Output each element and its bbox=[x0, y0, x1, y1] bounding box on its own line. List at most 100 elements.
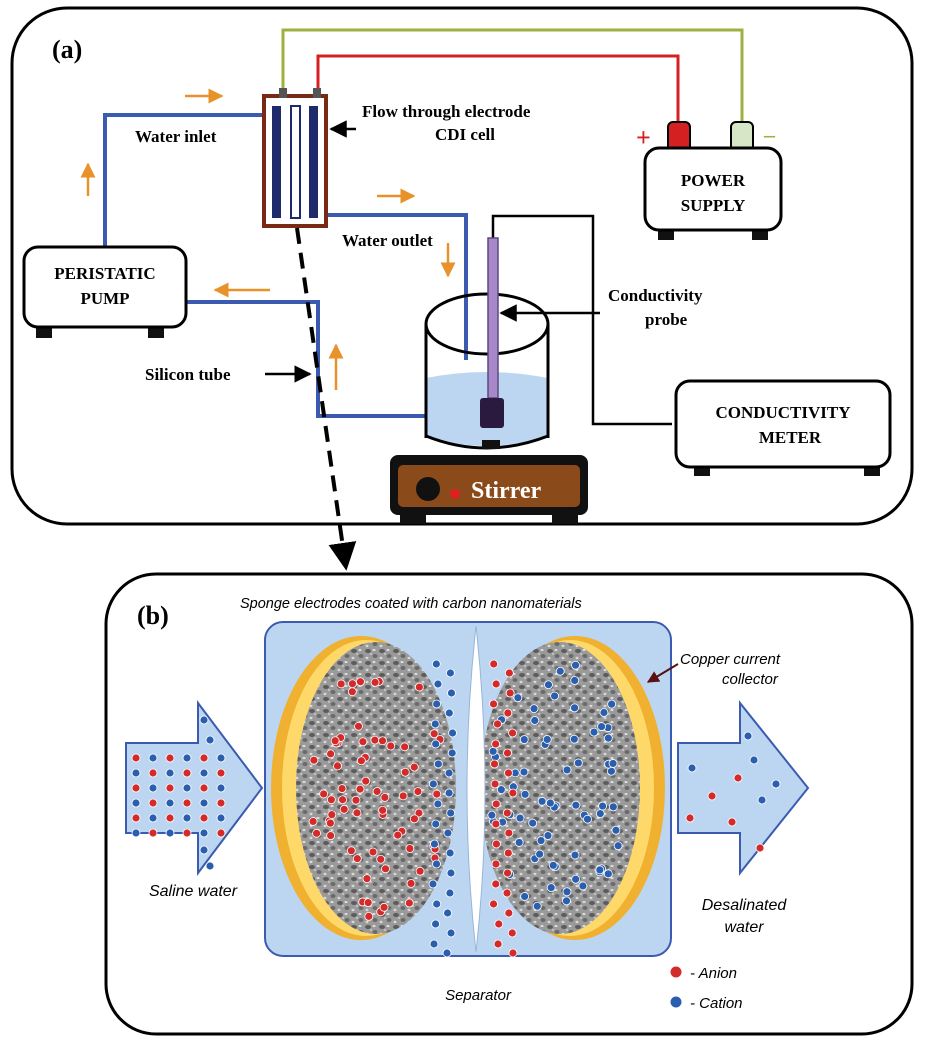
cation-dot bbox=[431, 659, 441, 669]
anion-dot bbox=[338, 795, 347, 805]
cation-dot bbox=[432, 859, 441, 869]
anion-dot bbox=[409, 762, 419, 772]
conductivity-meter bbox=[674, 379, 892, 476]
anion-dot bbox=[327, 810, 337, 820]
anion-dot bbox=[491, 739, 501, 749]
anion-dot bbox=[414, 682, 424, 692]
anion-dot bbox=[406, 878, 416, 888]
anion-dot bbox=[491, 859, 501, 869]
cation-dot bbox=[447, 748, 457, 758]
cation-dot bbox=[608, 759, 618, 768]
anion-dot bbox=[685, 813, 695, 823]
anion-dot bbox=[505, 688, 515, 698]
cation-dot bbox=[443, 828, 453, 838]
collector-label-line1: Copper current bbox=[680, 651, 781, 668]
cation-dot bbox=[443, 908, 452, 918]
cation-dot bbox=[431, 739, 441, 749]
desalinated-outlet-arrow bbox=[677, 700, 810, 876]
anion-dot bbox=[199, 783, 209, 793]
panel-b-title: Sponge electrodes coated with carbon nan… bbox=[240, 596, 582, 612]
left-sponge-electrode bbox=[271, 636, 456, 940]
anion-dot bbox=[405, 844, 415, 853]
cation-dot bbox=[546, 883, 556, 893]
cation-dot bbox=[542, 735, 552, 744]
anion-dot bbox=[413, 787, 423, 796]
anion-dot bbox=[308, 817, 318, 826]
anion-dot bbox=[326, 749, 336, 759]
inlet-ions bbox=[131, 715, 226, 871]
cation-dot bbox=[570, 850, 580, 860]
cation-dot bbox=[487, 810, 497, 820]
anion-dot bbox=[415, 866, 425, 876]
anion-dot bbox=[491, 799, 501, 809]
cation-dot bbox=[165, 768, 175, 778]
anion-dot bbox=[378, 805, 388, 815]
anion-dot bbox=[131, 813, 141, 823]
anion-dot bbox=[165, 783, 175, 793]
cation-dot bbox=[513, 693, 523, 703]
cation-dot bbox=[599, 708, 609, 717]
legend-anion-label: - Anion bbox=[690, 965, 737, 982]
cation-dot bbox=[431, 919, 440, 929]
cation-dot bbox=[514, 838, 524, 847]
anion-dot bbox=[352, 808, 362, 818]
desalinated-label-line2: water bbox=[724, 919, 764, 936]
anion-dot bbox=[503, 848, 513, 858]
anion-dot bbox=[352, 854, 362, 864]
anion-dot bbox=[326, 795, 336, 805]
legend-cation-marker bbox=[669, 995, 683, 1009]
anion-dot bbox=[489, 659, 499, 669]
cation-dot bbox=[608, 802, 618, 812]
anion-dot bbox=[508, 728, 517, 738]
anion-dot bbox=[733, 773, 743, 783]
anion-dot bbox=[358, 737, 368, 747]
anion-dot bbox=[337, 784, 347, 793]
cation-dot bbox=[589, 727, 599, 737]
cation-dot bbox=[520, 892, 530, 901]
cation-dot bbox=[743, 731, 753, 741]
cation-dot bbox=[562, 887, 572, 897]
anion-dot bbox=[347, 687, 357, 697]
cation-dot bbox=[515, 813, 525, 823]
anion-dot bbox=[148, 798, 158, 808]
anion-dot bbox=[216, 798, 226, 808]
cation-dot bbox=[771, 779, 781, 789]
anion-dot bbox=[378, 736, 387, 746]
cation-dot bbox=[429, 939, 439, 949]
power-label-line1: POWER bbox=[681, 171, 746, 190]
anion-dot bbox=[755, 843, 765, 853]
cation-dot bbox=[199, 828, 209, 838]
cation-dot bbox=[148, 783, 158, 793]
anion-dot bbox=[490, 759, 499, 769]
water-inlet-label: Water inlet bbox=[135, 127, 217, 146]
cation-dot bbox=[433, 799, 443, 809]
cation-dot bbox=[597, 722, 606, 731]
anion-dot bbox=[491, 879, 501, 889]
anion-dot bbox=[216, 768, 226, 778]
anion-dot bbox=[199, 813, 209, 823]
cation-dot bbox=[433, 679, 443, 689]
anion-dot bbox=[404, 898, 414, 908]
cation-dot bbox=[428, 779, 438, 789]
anion-dot bbox=[325, 818, 335, 828]
ion-legend: - Anion - Cation bbox=[669, 965, 743, 1012]
anion-dot bbox=[131, 783, 141, 793]
cation-dot bbox=[182, 813, 192, 823]
anion-dot bbox=[355, 784, 365, 794]
collector-pointer-arrow bbox=[646, 663, 679, 683]
green-wire bbox=[281, 28, 744, 125]
cation-dot bbox=[598, 801, 607, 811]
cation-dot bbox=[199, 715, 209, 725]
cation-dot bbox=[749, 755, 759, 765]
anion-dot bbox=[309, 755, 319, 765]
cation-dot bbox=[442, 948, 452, 958]
collector-label-line2: collector bbox=[722, 671, 779, 688]
anion-dot bbox=[490, 779, 500, 789]
pump-label-line1: PERISTATIC bbox=[54, 264, 155, 283]
peristaltic-pump bbox=[22, 245, 188, 338]
cation-dot bbox=[431, 819, 441, 829]
anion-dot bbox=[494, 919, 504, 929]
cation-dot bbox=[687, 763, 697, 773]
cation-dot bbox=[446, 868, 456, 878]
anion-dot bbox=[379, 902, 389, 912]
